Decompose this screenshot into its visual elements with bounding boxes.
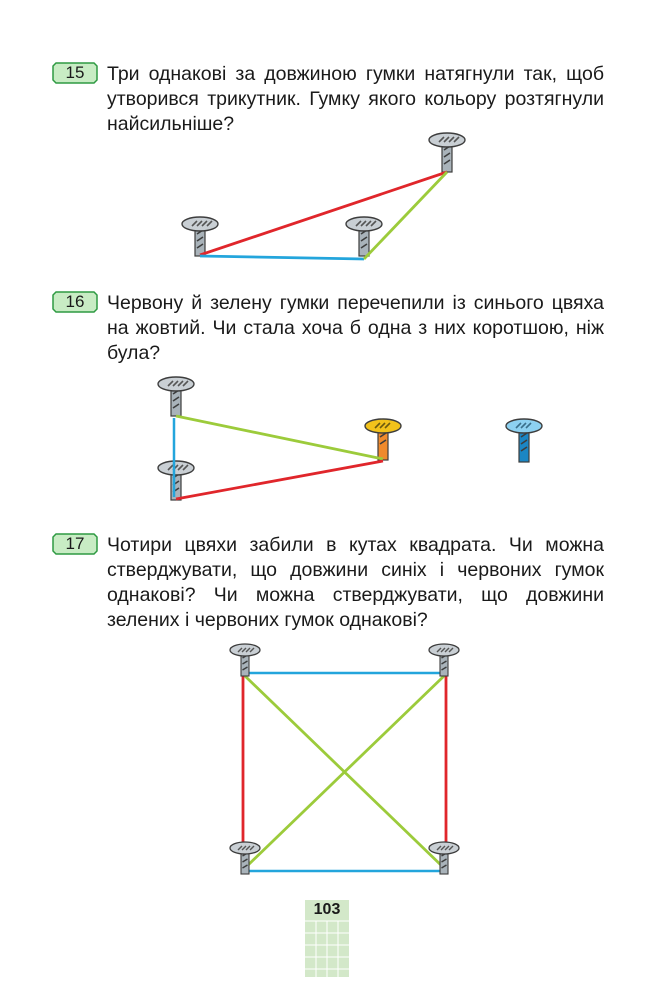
figure-17-square (229, 643, 460, 875)
problem-number: 17 (65, 534, 85, 553)
footer-grid (305, 900, 349, 977)
problem-number: 15 (65, 63, 85, 82)
green-rubber-band (244, 674, 445, 870)
problem-text: Чотири цвяхи забили в кутах квадрата. Чи… (107, 534, 604, 631)
figure-15-triangle (181, 132, 466, 261)
figure-16-nails (157, 376, 543, 501)
green-rubber-band (362, 171, 449, 260)
nail-icon (428, 132, 466, 173)
problem-text: Три однакові за довжиною гумки натягнули… (107, 63, 604, 135)
nail-icon (428, 643, 460, 677)
page-footer: 103 (305, 900, 349, 977)
blue-rubber-band (199, 254, 365, 261)
red-rubber-band (175, 459, 384, 501)
problem-15: 15 Три однакові за довжиною гумки натягн… (52, 62, 604, 137)
problem-text: Червону й зелену гумки перечепили із син… (107, 292, 604, 364)
nail-icon (505, 418, 543, 463)
problem-number-badge: 16 (52, 291, 98, 313)
nail-icon (364, 418, 402, 461)
nail-icon (157, 460, 195, 501)
problem-16: 16 Червону й зелену гумки перечепили із … (52, 291, 604, 366)
green-rubber-band (175, 414, 384, 461)
nail-icon (157, 376, 195, 417)
nail-icon (345, 216, 383, 257)
problem-number-badge: 15 (52, 62, 98, 84)
page-number: 103 (313, 901, 341, 918)
nail-icon (229, 643, 261, 677)
problem-17: 17 Чотири цвяхи забили в кутах квадрата.… (52, 533, 604, 633)
problem-number: 16 (65, 292, 85, 311)
red-rubber-band (199, 170, 448, 257)
problem-number-badge: 17 (52, 533, 98, 555)
